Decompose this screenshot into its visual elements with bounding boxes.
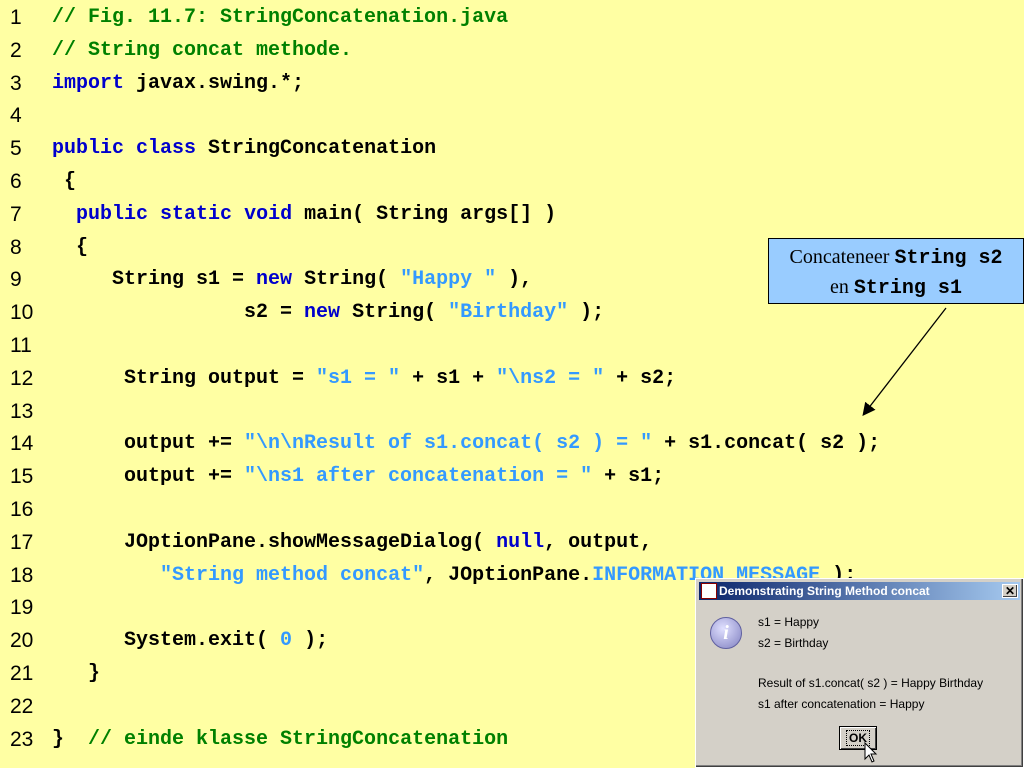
line-number: 12	[10, 367, 34, 390]
code-text: {	[52, 236, 89, 259]
message-dialog: Demonstrating String Method concat ✕ i s…	[695, 578, 1024, 768]
code-text: JOptionPane.showMessageDialog(	[52, 531, 497, 554]
line-number: 5	[10, 137, 22, 160]
code-text: }	[52, 662, 101, 685]
code-text: javax.swing.*;	[124, 72, 305, 95]
code-text: String(	[340, 301, 449, 324]
code-string: "Birthday"	[448, 301, 569, 324]
callout-text: Concateneer	[789, 246, 895, 268]
code-comment: // einde klasse StringConcatenation	[88, 728, 509, 751]
line-number: 14	[10, 432, 34, 455]
code-text: String s1 =	[52, 268, 257, 291]
message-line: Result of s1.concat( s2 ) = Happy Birthd…	[758, 676, 984, 690]
code-text: {	[52, 170, 77, 193]
code-keyword: new	[304, 301, 341, 324]
code-text: );	[568, 301, 605, 324]
java-cup-icon	[701, 583, 717, 599]
line-number: 10	[10, 301, 34, 324]
message-line: s1 after concatenation = Happy	[758, 697, 925, 711]
line-number: 15	[10, 465, 34, 488]
code-text: + s1.concat( s2 );	[652, 432, 881, 455]
concat-callout: Concateneer String s2 en String s1	[768, 238, 1024, 304]
code-keyword: public	[76, 203, 149, 226]
code-text: output +=	[52, 432, 245, 455]
code-text: output +=	[52, 465, 245, 488]
code-text: + s1 +	[400, 367, 497, 390]
line-number: 18	[10, 564, 34, 587]
code-string: "\n\nResult of s1.concat( s2 ) = "	[244, 432, 653, 455]
info-icon: i	[710, 617, 742, 649]
line-number: 7	[10, 203, 22, 226]
code-text	[52, 564, 160, 587]
dialog-title: Demonstrating String Method concat	[719, 584, 930, 598]
line-number: 22	[10, 695, 34, 718]
message-line: s1 = Happy	[758, 615, 820, 629]
line-number: 6	[10, 170, 22, 193]
line-number: 1	[10, 6, 22, 29]
line-number: 11	[10, 334, 32, 357]
line-number: 20	[10, 629, 34, 652]
code-text: }	[52, 728, 89, 751]
close-button[interactable]: ✕	[1002, 584, 1018, 598]
mouse-pointer-icon	[864, 742, 878, 763]
line-number: 2	[10, 39, 22, 62]
code-text: System.exit(	[52, 629, 281, 652]
line-number: 21	[10, 662, 34, 685]
code-number: 0	[280, 629, 293, 652]
code-comment: // Fig. 11.7: StringConcatenation.java	[52, 6, 509, 29]
code-keyword: static	[160, 203, 233, 226]
line-number: 16	[10, 498, 34, 521]
code-string: "\ns2 = "	[496, 367, 605, 390]
code-string: "Happy "	[400, 268, 497, 291]
code-string: "String method concat"	[160, 564, 425, 587]
code-text: StringConcatenation	[196, 137, 437, 160]
ok-button[interactable]: OK	[839, 726, 877, 750]
line-number: 8	[10, 236, 22, 259]
code-keyword: null	[496, 531, 545, 554]
code-keyword: import	[52, 72, 125, 95]
ok-button-label: OK	[846, 730, 870, 746]
code-comment: // String concat methode.	[52, 39, 353, 62]
code-text: String output =	[52, 367, 317, 390]
line-number: 23	[10, 728, 34, 751]
code-text: ),	[496, 268, 533, 291]
code-keyword: public	[52, 137, 125, 160]
code-text: s2 =	[52, 301, 305, 324]
code-string: "s1 = "	[316, 367, 401, 390]
code-keyword: void	[244, 203, 293, 226]
line-number: 19	[10, 596, 34, 619]
callout-code: String s1	[853, 277, 962, 300]
callout-text: en	[830, 276, 854, 298]
line-number: 3	[10, 72, 22, 95]
code-text: , JOptionPane.	[424, 564, 593, 587]
dialog-titlebar[interactable]: Demonstrating String Method concat ✕	[699, 582, 1020, 600]
callout-code: String s2	[894, 247, 1003, 270]
code-keyword: class	[136, 137, 197, 160]
code-string: "\ns1 after concatenation = "	[244, 465, 593, 488]
code-text: + s2;	[604, 367, 677, 390]
message-line: s2 = Birthday	[758, 636, 829, 650]
line-number: 17	[10, 531, 34, 554]
code-text: main( String args[] )	[292, 203, 557, 226]
code-text: );	[292, 629, 329, 652]
code-keyword: new	[256, 268, 293, 291]
code-text: , output,	[544, 531, 653, 554]
code-text: String(	[292, 268, 401, 291]
code-text: + s1;	[592, 465, 665, 488]
line-number: 13	[10, 400, 34, 423]
line-number: 9	[10, 268, 22, 291]
line-number: 4	[10, 104, 22, 127]
